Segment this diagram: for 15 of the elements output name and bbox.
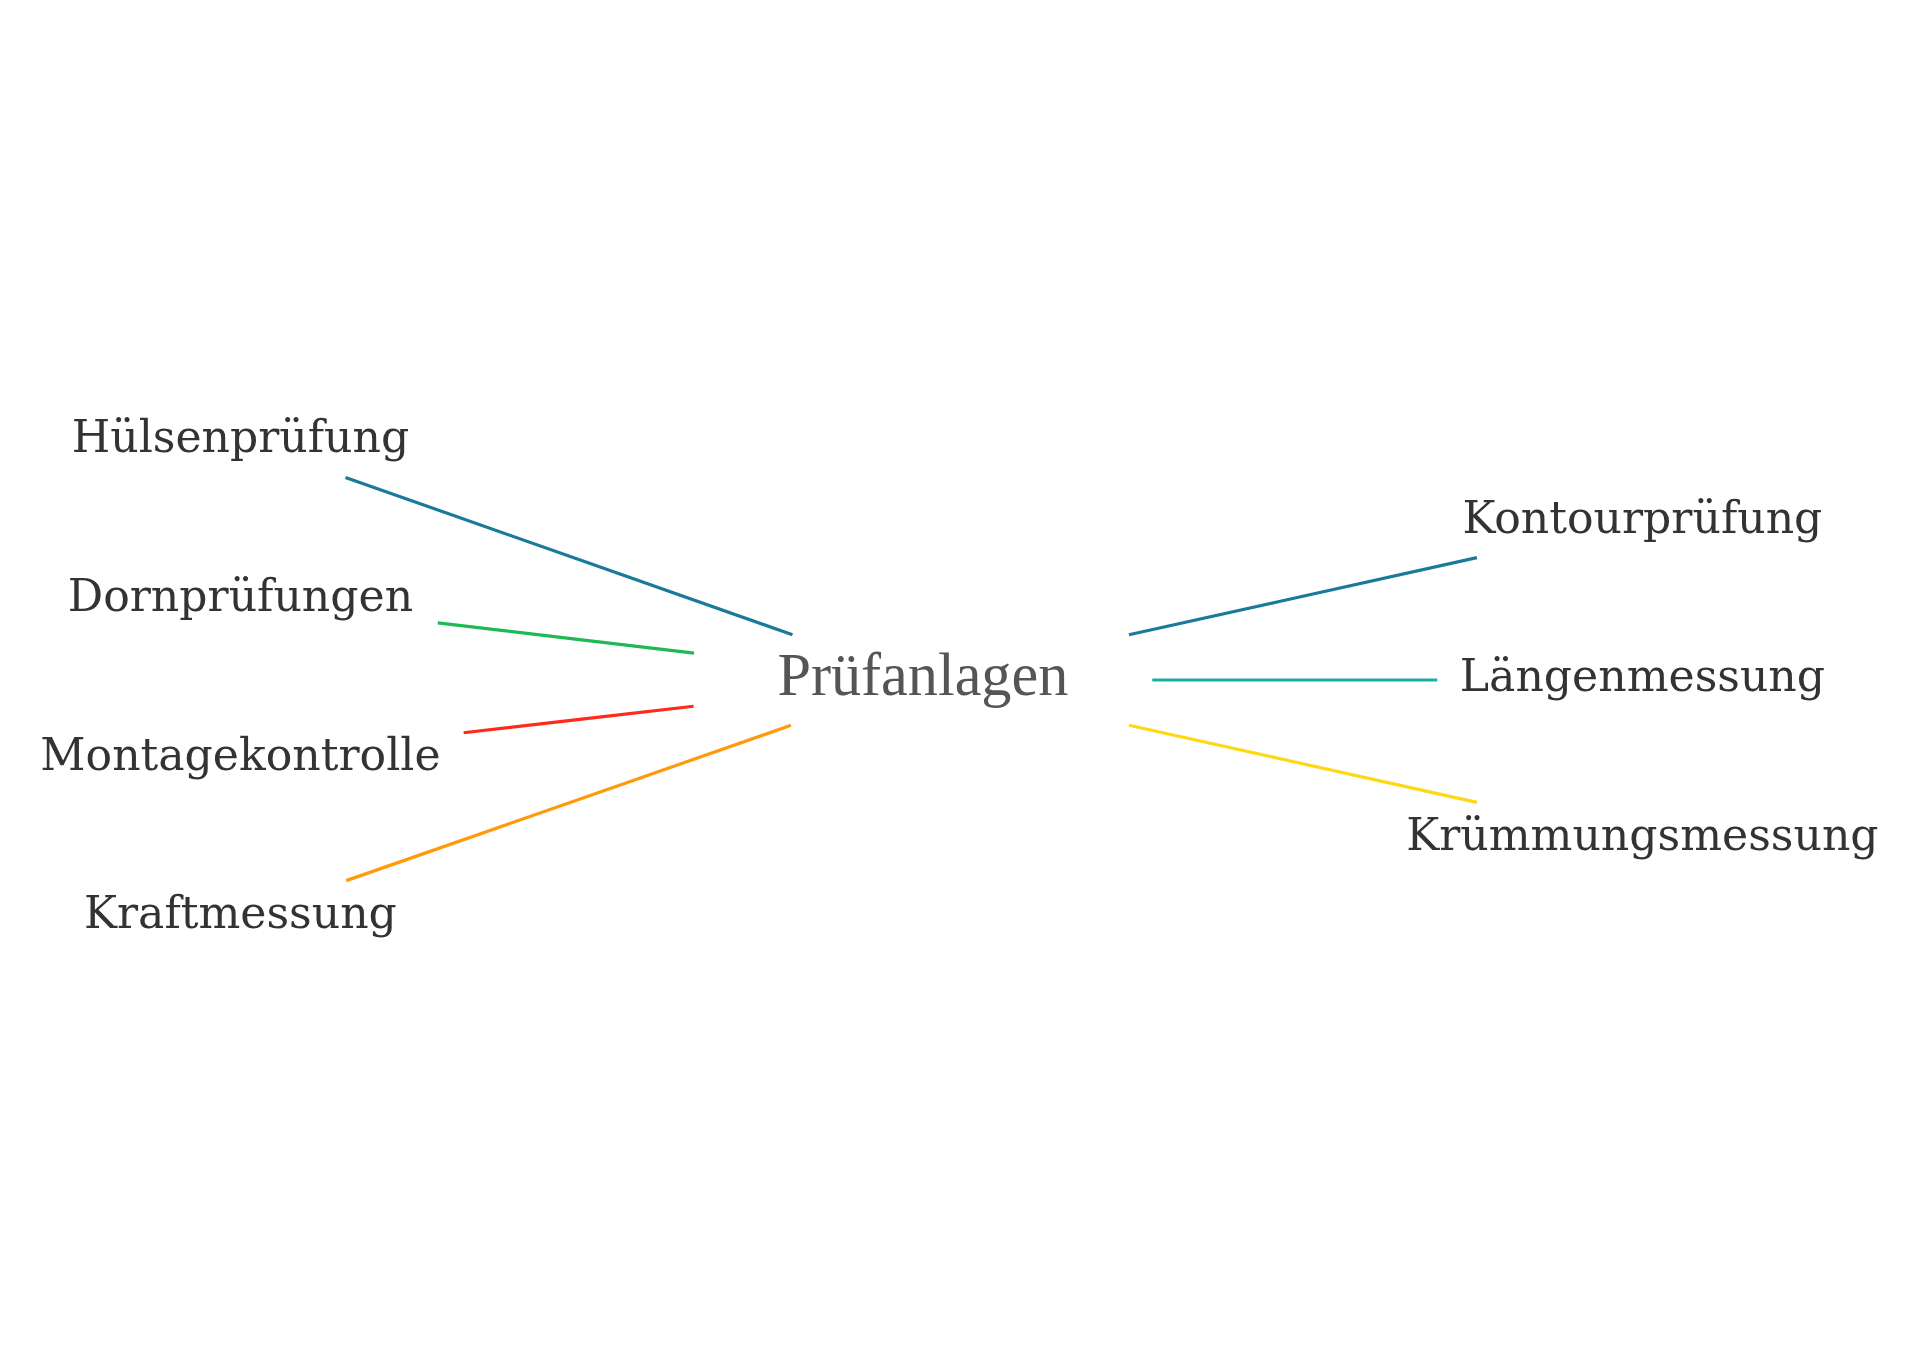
node-text: Kraftmessung	[84, 886, 397, 938]
connector	[345, 723, 792, 882]
node-text: Kontourprüfung	[1462, 491, 1823, 543]
connector	[1128, 555, 1478, 636]
node-text: Montagekontrolle	[40, 728, 441, 780]
connector	[1128, 723, 1478, 804]
connector	[1152, 677, 1438, 682]
node-text: Prüfanlagen	[777, 640, 1069, 708]
node-text: Hülsenprüfung	[71, 410, 410, 462]
node-text: Krümmungsmessung	[1406, 808, 1879, 860]
connector	[437, 620, 695, 655]
node-text: Dornprüfungen	[67, 569, 414, 621]
connector	[344, 475, 794, 636]
connector	[463, 704, 694, 734]
node-text: Längenmessung	[1459, 649, 1826, 701]
